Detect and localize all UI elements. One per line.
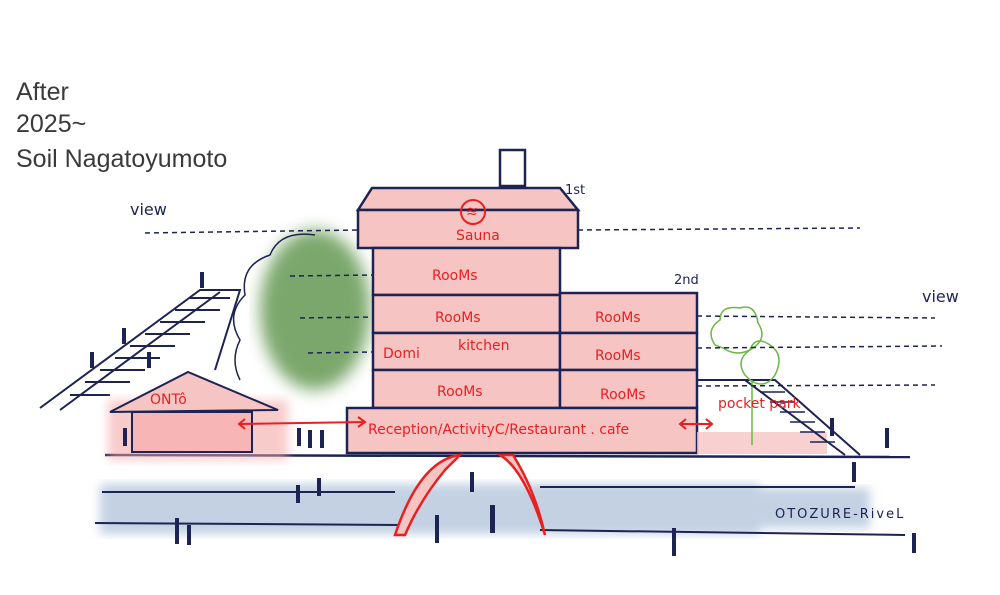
kitchen-label: kitchen xyxy=(458,338,510,354)
ground-floor-label: Reception/ActivityC/Restaurant . cafe xyxy=(368,422,629,438)
tree xyxy=(232,230,370,390)
rooms-label: RooMs xyxy=(595,348,641,364)
floor-2nd-label: 2nd xyxy=(674,273,699,288)
onto-annex xyxy=(108,370,288,460)
left-stairs xyxy=(39,289,242,411)
rooms-label: RooMs xyxy=(432,268,478,284)
floor-1st-label: 1st xyxy=(565,183,585,198)
title-after: After xyxy=(16,78,69,106)
river xyxy=(94,484,906,536)
sauna-label: Sauna xyxy=(456,228,500,244)
title-project: Soil Nagatoyumoto xyxy=(16,145,228,173)
sauna-icon xyxy=(460,199,486,225)
pocket-park xyxy=(697,306,861,456)
main-building xyxy=(345,148,699,455)
rooms-label: RooMs xyxy=(437,384,483,400)
steam-icon: ≋ xyxy=(466,204,478,220)
rooms-label: RooMs xyxy=(435,310,481,326)
view-label-left: view xyxy=(130,200,167,219)
person-icon xyxy=(90,272,916,556)
title-year: 2025~ xyxy=(16,110,87,138)
rooms-label: RooMs xyxy=(600,387,646,403)
connection-arrow xyxy=(237,416,714,430)
river-label: OTOZURE-RiveL xyxy=(775,507,905,522)
pocket-park-label: pocket park xyxy=(718,396,802,412)
bridge xyxy=(393,453,547,537)
onto-label: ONTô xyxy=(150,392,187,408)
view-arrows xyxy=(144,227,943,387)
domi-label: Domi xyxy=(383,346,420,362)
rooms-label: RooMs xyxy=(595,310,641,326)
view-label-right: view xyxy=(922,287,959,306)
